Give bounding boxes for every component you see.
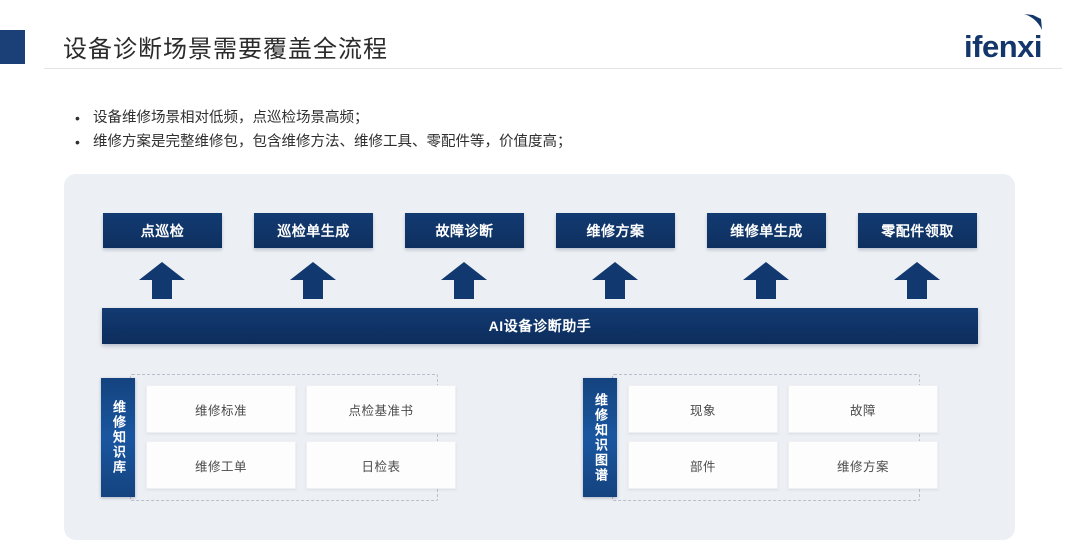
- knowledge-card[interactable]: 日检表: [306, 441, 456, 489]
- process-step-label: 维修单生成: [730, 222, 803, 239]
- bullet-item: • 维修方案是完整维修包，包含维修方法、维修工具、零配件等，价值度高；: [75, 130, 955, 154]
- process-step-label: 巡检单生成: [277, 222, 350, 239]
- title-accent-square: [0, 30, 25, 64]
- bullet-list: • 设备维修场景相对低频，点巡检场景高频； • 维修方案是完整维修包，包含维修方…: [75, 106, 955, 154]
- knowledge-group-label: 维修知识库: [101, 378, 135, 497]
- brand-logo: ifenxi: [964, 14, 1042, 66]
- arrow-up-icon: [441, 262, 487, 299]
- page-header: 设备诊断场景需要覆盖全流程 ifenxi: [0, 0, 1080, 69]
- process-step-label: 零配件领取: [881, 222, 954, 239]
- page-title: 设备诊断场景需要覆盖全流程: [63, 36, 388, 63]
- process-step-box-3[interactable]: 故障诊断: [405, 213, 524, 248]
- bullet-text: 设备维修场景相对低频，点巡检场景高频；: [93, 110, 369, 126]
- process-step-box-4[interactable]: 维修方案: [556, 213, 675, 248]
- arrow-up-icon: [592, 262, 638, 299]
- bullet-marker: •: [75, 134, 80, 150]
- header-divider: [44, 68, 1062, 69]
- knowledge-group-repair-graph: 维修知识图谱 现象 故障 部件 维修方案: [583, 374, 938, 501]
- knowledge-card[interactable]: 维修标准: [146, 385, 296, 433]
- process-step-label: 点巡检: [140, 222, 185, 239]
- knowledge-card[interactable]: 点检基准书: [306, 385, 456, 433]
- ai-assistant-label: AI设备诊断助手: [488, 318, 592, 334]
- bullet-marker: •: [75, 110, 80, 126]
- process-step-box-5[interactable]: 维修单生成: [707, 213, 826, 248]
- knowledge-group-label: 维修知识图谱: [583, 378, 617, 497]
- bullet-item: • 设备维修场景相对低频，点巡检场景高频；: [75, 106, 955, 130]
- arrow-up-icon: [139, 262, 185, 299]
- process-step-box-6[interactable]: 零配件领取: [858, 213, 977, 248]
- knowledge-card[interactable]: 故障: [788, 385, 938, 433]
- process-step-box-2[interactable]: 巡检单生成: [254, 213, 373, 248]
- arrow-up-icon: [290, 262, 336, 299]
- process-diagram-panel: 点巡检 巡检单生成 故障诊断 维修方案 维修单生成 零配件领取 AI设备诊断助手…: [64, 174, 1015, 540]
- process-step-label: 维修方案: [586, 222, 645, 239]
- knowledge-card[interactable]: 现象: [628, 385, 778, 433]
- arrow-up-icon: [894, 262, 940, 299]
- knowledge-card[interactable]: 维修方案: [788, 441, 938, 489]
- bullet-text: 维修方案是完整维修包，包含维修方法、维修工具、零配件等，价值度高；: [93, 134, 572, 150]
- brand-swoosh-icon: [1024, 14, 1042, 30]
- knowledge-card[interactable]: 维修工单: [146, 441, 296, 489]
- arrow-up-icon: [743, 262, 789, 299]
- ai-assistant-bar[interactable]: AI设备诊断助手: [102, 308, 978, 344]
- knowledge-card[interactable]: 部件: [628, 441, 778, 489]
- process-step-label: 故障诊断: [435, 222, 494, 239]
- knowledge-card-grid: 维修标准 点检基准书 维修工单 日检表: [146, 385, 456, 489]
- knowledge-card-grid: 现象 故障 部件 维修方案: [628, 385, 938, 489]
- knowledge-group-repair-base: 维修知识库 维修标准 点检基准书 维修工单 日检表: [101, 374, 456, 501]
- process-step-box-1[interactable]: 点巡检: [103, 213, 222, 248]
- brand-logo-text: ifenxi: [964, 28, 1042, 64]
